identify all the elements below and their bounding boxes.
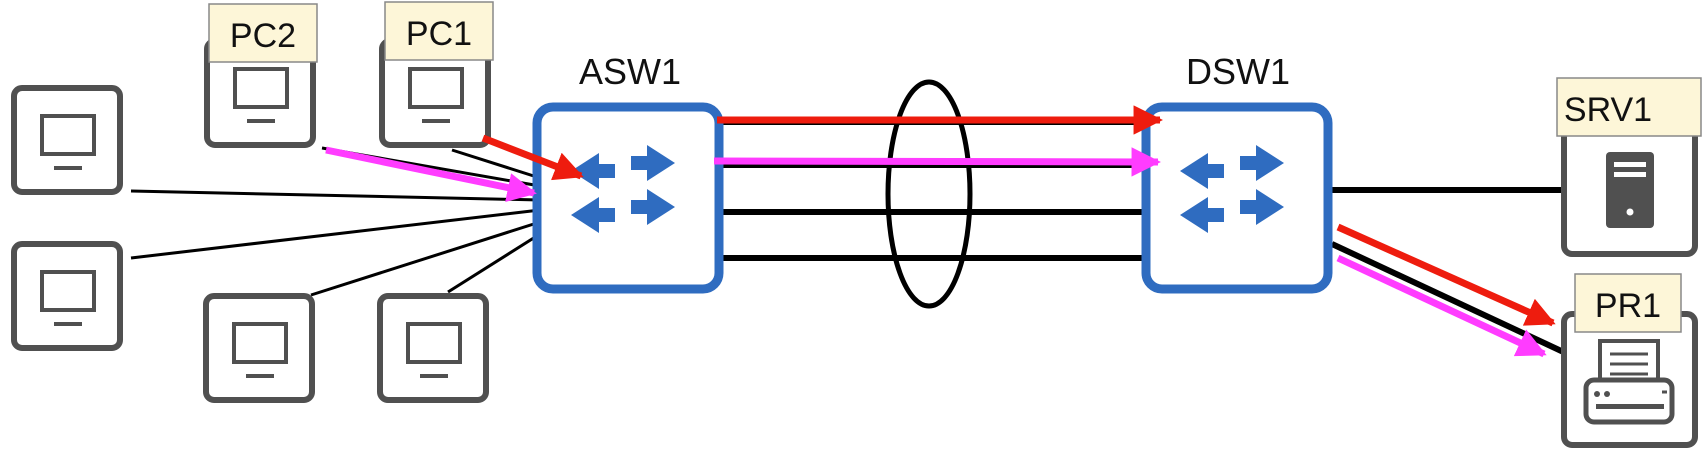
link-pc5-asw1 (310, 220, 541, 297)
host-pr1[interactable]: PR1 (1561, 273, 1698, 448)
monitor-icon (380, 296, 486, 400)
etherchannel-ellipse (885, 79, 973, 309)
switch-icon (532, 102, 724, 294)
switch-icon (1141, 102, 1333, 294)
monitor-icon (14, 88, 120, 192)
host-pc6[interactable] (380, 296, 486, 400)
link-pc6-asw1 (447, 232, 541, 294)
pc1-label: PC1 (406, 15, 472, 53)
host-pc5[interactable] (206, 296, 312, 400)
printer-icon (1583, 339, 1675, 425)
monitor-icon (206, 296, 312, 400)
flow-red-pc1-asw1 (481, 134, 584, 181)
access-links (130, 146, 541, 297)
link-dsw1-pr1 (1330, 241, 1574, 359)
switch-asw1[interactable]: ASW1 (532, 51, 724, 294)
switch-dsw1-label: DSW1 (1186, 51, 1290, 92)
switch-dsw1[interactable]: DSW1 (1141, 51, 1333, 294)
server-icon (1606, 152, 1654, 228)
pc1-label-tag (384, 1, 494, 61)
switch-asw1-label: ASW1 (579, 51, 681, 92)
host-pc4[interactable] (14, 244, 120, 348)
srv1-label: SRV1 (1564, 91, 1652, 129)
monitor-icon (14, 244, 120, 348)
pr1-label-tag (1574, 273, 1682, 333)
pr1-label: PR1 (1595, 287, 1661, 325)
etherchannel-links (718, 119, 1148, 261)
link-pc3-asw1 (130, 189, 541, 202)
flow-magenta-pc2-asw1 (325, 146, 537, 203)
flow-red (481, 105, 1556, 327)
flow-magenta-asw1-dsw1 (713, 147, 1161, 177)
link-pc4-asw1 (130, 208, 541, 260)
host-pc3[interactable] (14, 88, 120, 192)
flow-red-dsw1-pr1 (1336, 223, 1556, 327)
host-pc2[interactable]: PC2 (207, 3, 318, 145)
srv1-label-tag (1556, 77, 1702, 137)
flow-magenta-dsw1-pr1 (1336, 254, 1547, 358)
pc2-label: PC2 (230, 17, 296, 55)
host-pc1[interactable]: PC1 (382, 1, 494, 145)
flow-magenta (325, 146, 1547, 358)
pc2-label-tag (208, 3, 318, 63)
host-srv1[interactable]: SRV1 (1556, 77, 1702, 257)
